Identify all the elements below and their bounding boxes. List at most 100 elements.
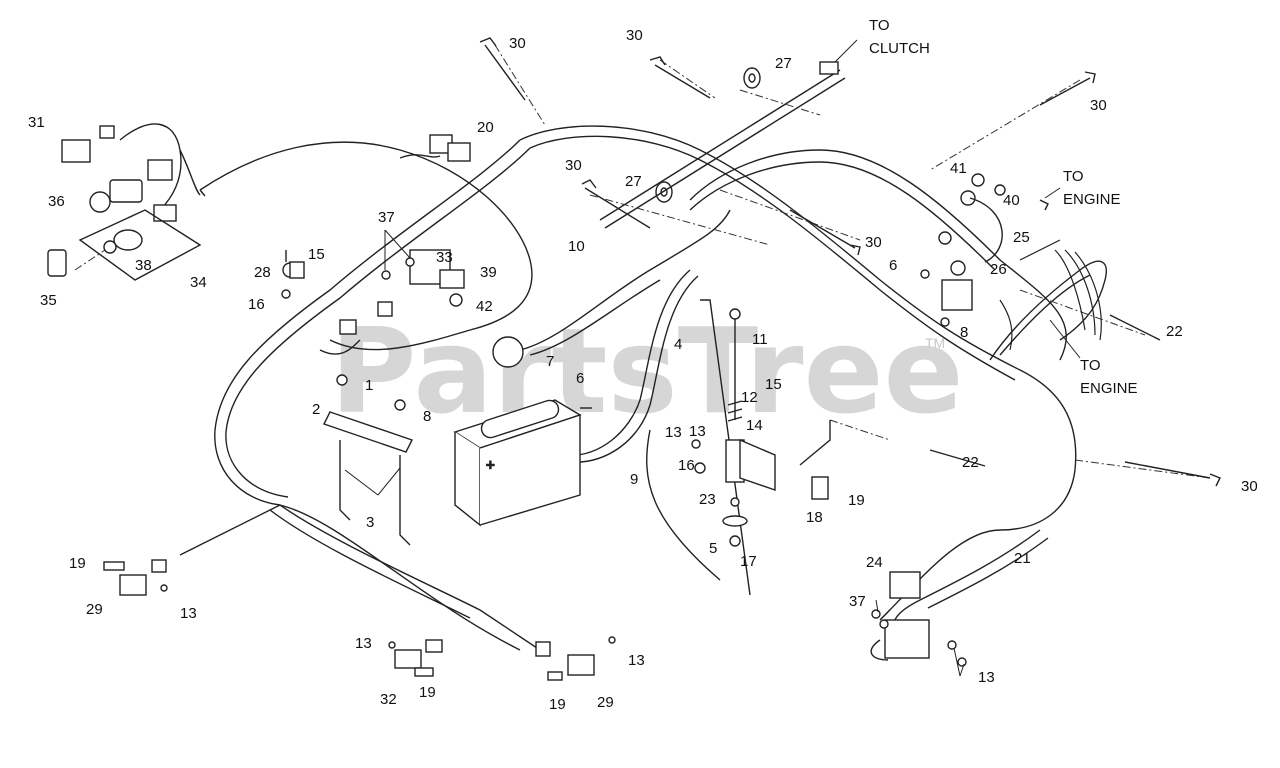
part-label: 16 <box>248 296 265 313</box>
part-label: 24 <box>866 554 883 571</box>
module-icon <box>884 619 930 659</box>
grommets <box>655 67 761 203</box>
cable-tie-22-icon <box>929 449 986 467</box>
cable-end-icon <box>960 190 976 206</box>
starter-solenoid-26 <box>920 173 1049 327</box>
part-label: 40 <box>1003 192 1020 209</box>
switch-18-icon <box>811 476 829 500</box>
zip-tie-icon <box>1124 461 1221 487</box>
part-label: 16 <box>678 457 695 474</box>
nut-icon <box>381 270 391 280</box>
part-label: 29 <box>86 601 103 618</box>
part-label: 17 <box>740 553 757 570</box>
j-bolt-icon <box>399 455 411 546</box>
part-label: 13 <box>689 423 706 440</box>
washer-40-icon <box>994 184 1006 196</box>
part-label: 19 <box>69 555 86 572</box>
button-36-icon <box>89 191 111 213</box>
interlock-switches <box>103 559 616 681</box>
part-label: 31 <box>28 114 45 131</box>
part-label: 12 <box>741 389 758 406</box>
switch-36-icon <box>109 179 143 203</box>
connector-icon <box>377 301 393 317</box>
part-label: 33 <box>436 249 453 266</box>
connector-icon <box>425 639 443 653</box>
cable-tie-22b-icon <box>1109 314 1161 341</box>
spring-12-icon <box>727 400 743 422</box>
part-label: 39 <box>480 264 497 281</box>
zip-tie-icon <box>789 209 861 256</box>
part-label: 26 <box>990 261 1007 278</box>
zip-tie-icon <box>649 56 711 99</box>
to-engine-b-line1: TO <box>1080 357 1101 374</box>
part-label: 22 <box>1166 323 1183 340</box>
screw-13-icon <box>691 439 701 449</box>
washer-38-icon <box>103 240 117 254</box>
part-label: 7 <box>546 353 554 370</box>
part-label: 25 <box>1013 229 1030 246</box>
part-label: 13 <box>355 635 372 652</box>
battery-plus-icon: + <box>486 457 495 474</box>
relay-24-module <box>870 571 967 667</box>
switch-29-icon <box>119 574 147 596</box>
switch-31-icon <box>61 139 91 163</box>
part-label: 37 <box>378 209 395 226</box>
leader-lines <box>74 44 1211 479</box>
label-leaders <box>344 39 1081 677</box>
part-label: 19 <box>848 492 865 509</box>
part-label: 34 <box>190 274 207 291</box>
part-label: 13 <box>628 652 645 669</box>
nut-8-icon <box>940 317 950 327</box>
part-label: 30 <box>626 27 643 44</box>
part-label: 14 <box>746 417 763 434</box>
switch-32-icon <box>394 649 422 669</box>
relays-20 <box>399 134 471 162</box>
part-label: 37 <box>849 593 866 610</box>
part-label: 27 <box>625 173 642 190</box>
nut-icon <box>879 619 889 629</box>
part-label: 41 <box>950 160 967 177</box>
part-label: 38 <box>135 257 152 274</box>
harness-lines <box>119 69 1107 651</box>
washer-17-icon <box>722 515 748 527</box>
part-label: 13 <box>665 424 682 441</box>
part-label: 11 <box>752 331 768 348</box>
part-label: 1 <box>365 377 373 394</box>
zip-tie-icon <box>581 179 651 229</box>
solenoid-icon <box>409 249 451 285</box>
seat-switch-assembly <box>646 299 831 596</box>
nut-icon <box>394 399 406 411</box>
part-label: 29 <box>597 694 614 711</box>
connector-icon <box>153 204 177 222</box>
connector-icon <box>339 319 357 335</box>
part-label: 10 <box>568 238 585 255</box>
part-label: 36 <box>48 193 65 210</box>
solenoid-33 <box>319 249 465 355</box>
relay-24-icon <box>889 571 921 599</box>
part-label: 22 <box>962 454 979 471</box>
grommet-icon <box>655 181 673 203</box>
part-28 <box>281 250 305 299</box>
part-label: 3 <box>366 514 374 531</box>
part-label: 18 <box>806 509 823 526</box>
harness-right-loop <box>519 125 1077 621</box>
part-label: 30 <box>565 157 582 174</box>
nut-icon <box>871 609 881 619</box>
battery-cap-icon <box>492 336 524 368</box>
switch-29b-icon <box>567 654 595 676</box>
clutch-connector-icon <box>819 61 839 75</box>
to-engine-a-line2: ENGINE <box>1063 191 1121 208</box>
to-clutch-line2: CLUTCH <box>869 40 930 57</box>
switch-35-icon <box>47 249 67 277</box>
screw-6-icon <box>920 269 930 279</box>
part-label: 23 <box>699 491 716 508</box>
part-label: 19 <box>419 684 436 701</box>
battery-hold-down <box>323 374 413 546</box>
part-label: 30 <box>1241 478 1258 495</box>
zip-tie-icon <box>479 37 526 101</box>
callouts: TO CLUTCH TO ENGINE TO ENGINE <box>869 17 1138 397</box>
part-label: 6 <box>576 370 584 387</box>
harness-main-loop <box>214 139 521 651</box>
nut-icon <box>336 374 348 386</box>
